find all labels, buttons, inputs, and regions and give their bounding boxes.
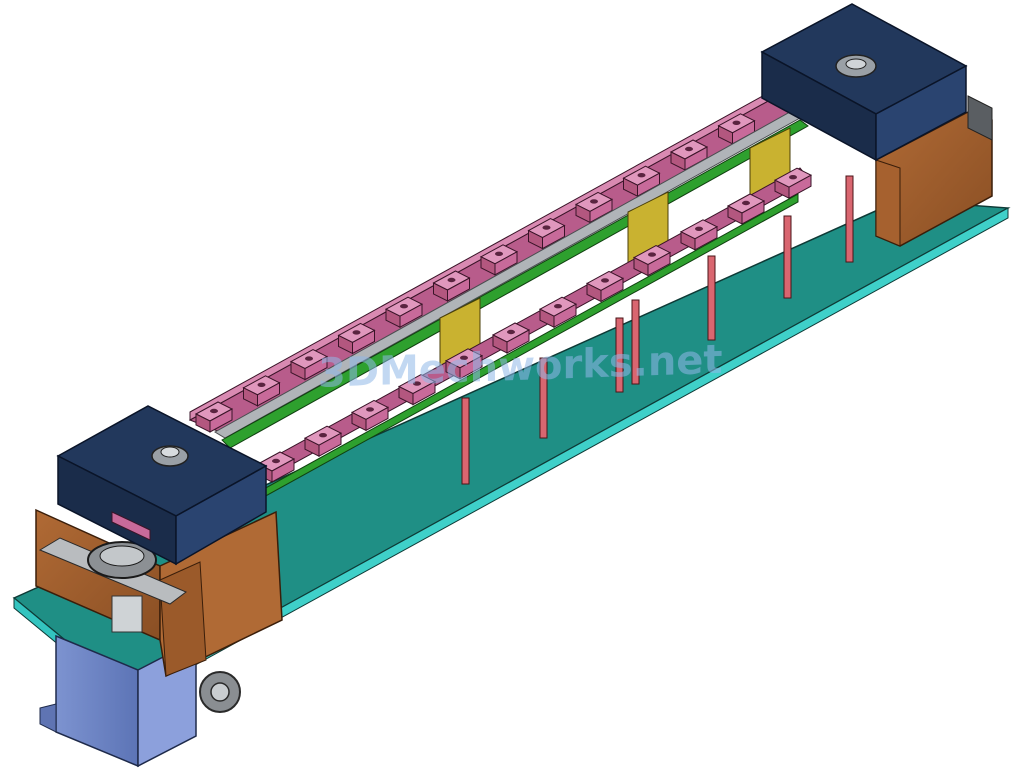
rear-carrier-block-front <box>352 329 375 355</box>
rear-carrier-block-hole <box>257 382 266 387</box>
front-carrier-block-hole <box>413 381 421 386</box>
front-carrier-block-hole <box>554 304 562 309</box>
left-housing <box>56 405 268 566</box>
front-carrier-block-front <box>412 380 436 406</box>
rear-carrier-block-hole <box>542 225 551 230</box>
front-carrier-block-hole <box>319 433 327 438</box>
rear-carrier-block-hole <box>495 251 503 256</box>
front-carrier-block-hole <box>366 407 374 412</box>
rear-carrier-block-front <box>542 224 565 250</box>
rear-carrier-block-hole <box>447 277 456 283</box>
lift-pin <box>539 357 548 439</box>
front-carrier-block-hole <box>695 226 703 231</box>
rear-carrier-block-hole <box>590 199 598 204</box>
rear-carrier-block-front <box>447 277 470 302</box>
right-bracket <box>875 95 993 247</box>
front-carrier-block-front <box>506 329 530 354</box>
lift-pin <box>461 397 470 485</box>
rear-carrier-block-front <box>209 408 233 433</box>
rear-carrier-block-front <box>494 250 518 276</box>
lift-pin <box>707 255 716 341</box>
rear-carrier-block-hole <box>685 146 693 152</box>
rear-carrier-block-hole <box>210 408 218 414</box>
right-housing <box>760 3 968 162</box>
lift-pins <box>461 175 854 485</box>
front-carrier-block-front <box>271 458 295 483</box>
rear-carrier-block-front <box>257 381 280 407</box>
rear-carrier-block-front <box>399 303 423 329</box>
front-carrier-block-hole <box>742 200 750 206</box>
rear-carrier-block-hole <box>732 120 741 126</box>
front-carrier-block-front <box>788 174 812 200</box>
motor <box>39 634 241 768</box>
lift-pin <box>845 175 854 263</box>
rear-carrier-block-front <box>589 198 613 224</box>
front-carrier-block-hole <box>272 458 280 464</box>
front-carrier-block-hole <box>460 355 468 360</box>
front-carrier-block-front <box>694 225 718 251</box>
rear-carrier-block-hole <box>352 330 361 335</box>
rear-carrier-block-hole <box>637 173 646 178</box>
lift-pin <box>631 299 640 385</box>
rear-carrier-block-hole <box>400 304 408 309</box>
front-carrier-block-hole <box>648 252 656 257</box>
front-carrier-blocks <box>256 167 813 483</box>
front-carrier-block-hole <box>507 329 515 335</box>
lift-pin <box>615 317 624 393</box>
front-carrier-block-front <box>600 277 624 303</box>
rear-carrier-block-front <box>304 355 328 381</box>
front-carrier-block-hole <box>601 278 609 283</box>
front-carrier-block-front <box>459 354 483 380</box>
front-carrier-block-front <box>553 303 577 329</box>
front-carrier-block-front <box>318 432 342 458</box>
lift-pin <box>783 215 792 299</box>
rear-carrier-blocks <box>194 113 756 433</box>
rear-carrier-block-hole <box>305 356 313 361</box>
front-carrier-block-front <box>365 406 389 432</box>
front-carrier-block-hole <box>789 175 797 180</box>
front-carrier-block-front <box>647 251 671 277</box>
left-gear-plate <box>38 537 187 633</box>
front-carrier-block-front <box>741 200 765 225</box>
